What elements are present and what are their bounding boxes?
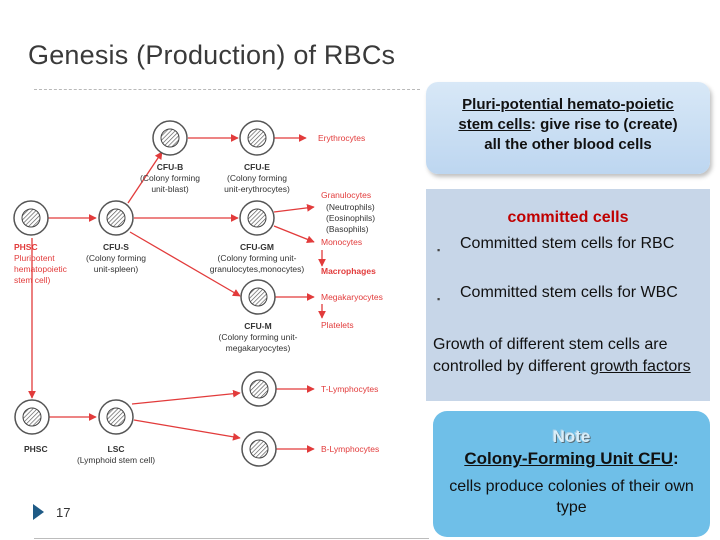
cfu-description: cells produce colonies of their own type [449, 478, 694, 516]
label-granulocytes: Granulocytes [321, 190, 371, 200]
callout-term-text: Pluri-potential hemato-poietic [462, 96, 674, 113]
differentiation-arrows [28, 134, 326, 453]
callout-term-line: Pluri-potential hemato-poietic [426, 95, 710, 115]
label-macrophages: Macrophages [321, 266, 376, 276]
b-lymphocyte-precursor-cell [241, 431, 277, 467]
label-phsc-top-desc3: stem cell) [14, 275, 51, 285]
label-cfu-m-name: CFU-M [244, 321, 271, 331]
label-cfu-e-desc2: unit-erythrocytes) [224, 184, 290, 194]
label-phsc-top-desc1: Pluripotent [14, 253, 55, 263]
cfu-s-cell [98, 200, 134, 236]
label-platelets: Platelets [321, 320, 354, 330]
label-erythrocytes: Erythrocytes [318, 133, 365, 143]
label-lsc-name: LSC [108, 444, 125, 454]
arrow-cfugm-to-monocytes [273, 225, 315, 244]
cfu-e-cell [239, 120, 275, 156]
footer-divider [34, 538, 429, 539]
label-lsc-desc: (Lymphoid stem cell) [77, 455, 155, 465]
t-lymphocyte-precursor-cell [241, 371, 277, 407]
bullet-icon: ▪ [437, 294, 441, 304]
callout-line3: all the other blood cells [484, 136, 652, 153]
label-cfu-m-desc1: (Colony forming unit- [219, 332, 298, 342]
arrow-lsc-to-b-cell [133, 419, 241, 441]
cfu-note-panel: Note Colony-Forming Unit CFU: cells prod… [433, 411, 710, 537]
label-cfu-gm-desc2: granulocytes,monocytes) [210, 264, 305, 274]
label-b-lymphocytes: B-Lymphocytes [321, 444, 379, 454]
label-cfu-b-desc2: unit-blast) [151, 184, 188, 194]
committed-cells-heading: committed cells [507, 209, 629, 226]
committed-cells-panel: committed cells ▪ Committed stem cells f… [426, 189, 710, 401]
label-cfu-gm-name: CFU-GM [240, 242, 274, 252]
pluripotent-stem-cell-callout: Pluri-potential hemato-poietic stem cell… [426, 82, 710, 174]
title-divider [34, 89, 420, 90]
arrow-cfugm-to-granulocytes [273, 204, 315, 213]
callout-stem-cells-line: stem cells: give rise to (create) [426, 115, 710, 135]
arrow-lsc-to-t-cell [131, 389, 241, 405]
phsc-bottom-cell [14, 399, 50, 435]
label-neutrophils: (Neutrophils) [326, 202, 375, 212]
label-cfu-s-desc2: unit-spleen) [94, 264, 139, 274]
label-cfu-e-name: CFU-E [244, 162, 270, 172]
label-eosinophils: (Eosinophils) [326, 213, 375, 223]
cfu-term: Colony-Forming Unit CFU [464, 449, 674, 468]
label-cfu-s-name: CFU-S [103, 242, 129, 252]
arrow-cfus-to-cfub [127, 151, 163, 204]
label-t-lymphocytes: T-Lymphocytes [321, 384, 378, 394]
cfu-gm-cell [239, 200, 275, 236]
cfu-term-line: Colony-Forming Unit CFU: [433, 449, 710, 469]
callout-stem-cells-term: stem cells [458, 116, 531, 133]
growth-factors-text: Growth of different stem cells are contr… [433, 334, 703, 378]
page-title: Genesis (Production) of RBCs [28, 40, 396, 70]
page-number: 17 [56, 505, 71, 520]
slide-bullet-icon [33, 504, 44, 520]
label-cfu-s-desc1: (Colony forming [86, 253, 146, 263]
label-cfu-gm-desc1: (Colony forming unit- [218, 253, 297, 263]
growth-factors-term: growth factors [590, 358, 691, 375]
label-phsc-top-desc2: hematopoietic [14, 264, 68, 274]
label-monocytes: Monocytes [321, 237, 362, 247]
committed-wbc-item: Committed stem cells for WBC [460, 284, 678, 301]
arrow-cfus-to-cfum [129, 231, 241, 297]
bullet-icon: ▪ [437, 245, 441, 255]
label-cfu-b-name: CFU-B [157, 162, 183, 172]
label-megakaryocytes: Megakaryocytes [321, 292, 383, 302]
lsc-cell [98, 399, 134, 435]
label-cfu-m-desc2: megakaryocytes) [226, 343, 291, 353]
callout-give-rise-text: : give rise to (create) [530, 116, 678, 133]
committed-rbc-item: Committed stem cells for RBC [460, 235, 675, 252]
label-cfu-b-desc1: (Colony forming [140, 173, 200, 183]
label-cfu-e-desc1: (Colony forming [227, 173, 287, 183]
label-phsc-bottom: PHSC [24, 444, 48, 454]
note-title: Note [552, 427, 591, 446]
phsc-top-cell [13, 200, 49, 236]
cfu-b-cell [152, 120, 188, 156]
cfu-colon: : [673, 449, 679, 468]
cfu-m-cell [240, 279, 276, 315]
label-basophils: (Basophils) [326, 224, 369, 234]
label-phsc-top-name: PHSC [14, 242, 38, 252]
growth-text: Growth of different stem cells are contr… [433, 336, 668, 375]
